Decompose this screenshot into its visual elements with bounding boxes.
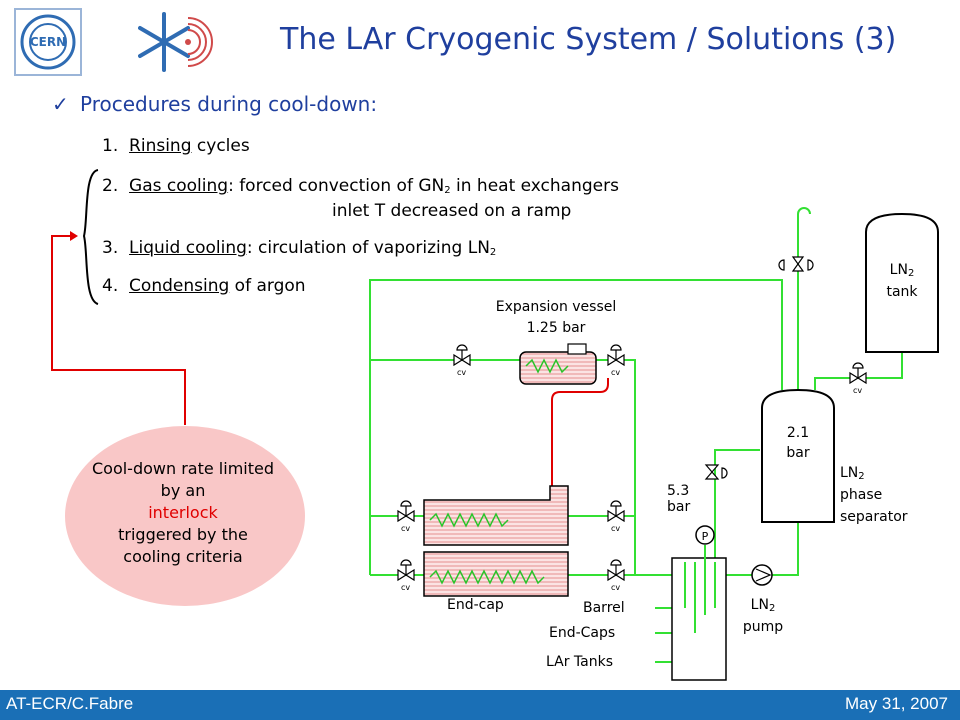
- valve-tag: cv: [611, 583, 620, 592]
- checkmark-icon: ✓: [52, 92, 69, 116]
- separator-label: LN2: [840, 465, 865, 482]
- cryogenic-diagram: P cv cv cv cv cv cv cv: [51, 169, 939, 681]
- end-cap-label: End-cap: [447, 597, 504, 613]
- svg-text:CERN: CERN: [30, 35, 66, 49]
- valve-tag: cv: [853, 386, 862, 395]
- pump-label-2: pump: [742, 619, 784, 635]
- valve-icon: [397, 559, 415, 582]
- pump-cryostat: [671, 557, 727, 681]
- valve-tag: cv: [611, 524, 620, 533]
- valve-icon: [704, 464, 728, 480]
- end-caps-label: End-Caps: [549, 625, 616, 641]
- valve-tag: cv: [611, 368, 620, 377]
- valve-icon: [607, 559, 625, 582]
- separator-pressure-unit: bar: [786, 445, 810, 461]
- interlock-arrow: [70, 231, 78, 241]
- step-3: 3. Liquid cooling: circulation of vapori…: [102, 238, 497, 258]
- valve-icon: [397, 500, 415, 523]
- step-4: 4. Condensing of argon: [102, 276, 306, 296]
- pump-label: LN2: [750, 597, 776, 614]
- footer-author: AT-ECR/C.Fabre: [6, 694, 134, 713]
- bubble-text: Cool-down rate limited by an interlock t…: [91, 459, 274, 566]
- valve-icon: [453, 344, 471, 367]
- ln2-tank-label: LN2: [889, 262, 915, 279]
- separator-pressure: 2.1: [786, 425, 810, 441]
- footer-date: May 31, 2007: [844, 694, 948, 713]
- interlock-bubble: [65, 426, 305, 606]
- valve-icon: [849, 362, 867, 385]
- separator-label-3: separator: [840, 509, 908, 525]
- ln2-tank-label-2: tank: [886, 284, 918, 300]
- slide-title: The LAr Cryogenic System / Solutions (3): [280, 22, 897, 57]
- separator-label-2: phase: [840, 487, 883, 503]
- valve-tag: cv: [457, 368, 466, 377]
- expansion-pressure-label: 1.25 bar: [526, 320, 586, 336]
- valve-icon: [607, 500, 625, 523]
- snowflake-logo: [138, 12, 213, 72]
- interlock-line: [51, 235, 186, 425]
- pump-pressure-unit: bar: [667, 499, 691, 515]
- brace: [82, 169, 99, 305]
- expansion-vessel-label: Expansion vessel: [495, 299, 617, 315]
- valve-icon: [778, 256, 814, 272]
- gauge-label: P: [702, 530, 709, 543]
- step-2: 2. Gas cooling: forced convection of GN2…: [102, 176, 619, 196]
- end-cap-lower: [423, 551, 569, 597]
- pump-pressure: 5.3: [667, 483, 690, 499]
- expansion-vessel: [519, 351, 597, 385]
- valve-icon: [607, 344, 625, 367]
- lar-tanks-label: LAr Tanks: [546, 654, 613, 670]
- valve-tag: cv: [401, 583, 410, 592]
- barrel-label: Barrel: [583, 600, 625, 616]
- interlock-word: interlock: [148, 503, 218, 522]
- pressure-gauge-icon: [695, 525, 715, 545]
- footer-bar: [0, 690, 960, 720]
- ln2-tank: [865, 212, 939, 353]
- phase-separator: [761, 388, 835, 523]
- step-1: 1. Rinsing cycles: [102, 136, 250, 156]
- section-heading: Procedures during cool-down:: [80, 92, 378, 116]
- valve-tag: cv: [401, 524, 410, 533]
- step-2-line2: inlet T decreased on a ramp: [332, 201, 572, 221]
- cern-logo: CERN: [14, 8, 82, 76]
- vent-line: [551, 378, 609, 486]
